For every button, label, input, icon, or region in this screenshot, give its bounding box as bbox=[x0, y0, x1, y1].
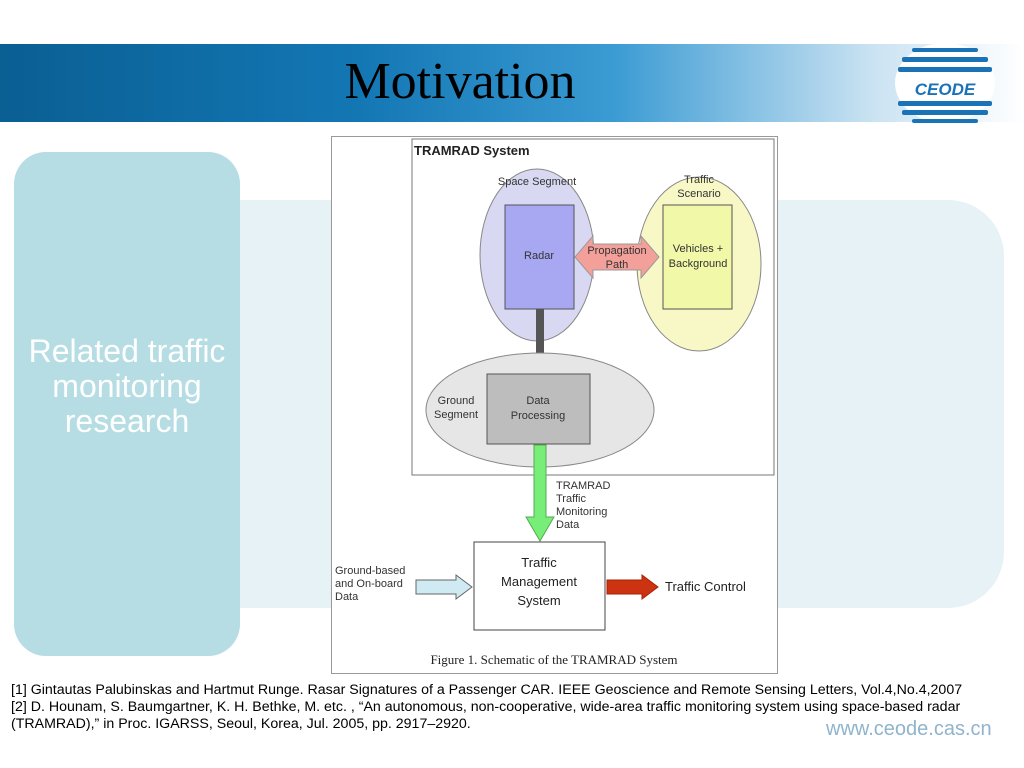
radar-label: Radar bbox=[524, 250, 554, 262]
vehicles-label-1: Vehicles + bbox=[673, 243, 723, 255]
data-processing-label-2: Processing bbox=[511, 410, 565, 422]
propagation-label-2: Path bbox=[606, 259, 629, 271]
traffic-scenario-label-2: Scenario bbox=[677, 188, 720, 200]
tramrad-data-label-1: TRAMRAD bbox=[556, 480, 610, 492]
tms-label-1: Traffic bbox=[521, 555, 557, 570]
figure-caption: Figure 1. Schematic of the TRAMRAD Syste… bbox=[430, 652, 677, 667]
propagation-arrow bbox=[574, 234, 660, 280]
reference-2: [2] D. Hounam, S. Baumgartner, K. H. Bet… bbox=[11, 699, 961, 732]
ground-based-arrow bbox=[415, 574, 473, 600]
radar-to-processing-arrow bbox=[529, 309, 551, 370]
tramrad-data-label-3: Monitoring bbox=[556, 506, 607, 518]
radar-box bbox=[504, 204, 575, 310]
vehicles-label-2: Background bbox=[669, 258, 728, 270]
data-processing-box bbox=[486, 373, 591, 445]
references: [1] Gintautas Palubinskas and Hartmut Ru… bbox=[11, 682, 1011, 733]
ground-based-label-2: and On-board bbox=[335, 578, 403, 590]
ground-based-label-3: Data bbox=[335, 591, 359, 603]
traffic-scenario-label-1: Traffic bbox=[684, 174, 714, 186]
website-watermark: www.ceode.cas.cn bbox=[826, 718, 992, 740]
reference-1: [1] Gintautas Palubinskas and Hartmut Ru… bbox=[11, 682, 963, 698]
ground-based-label-1: Ground-based bbox=[335, 565, 405, 577]
space-segment-label: Space Segment bbox=[498, 176, 576, 188]
side-panel bbox=[14, 152, 240, 656]
tramrad-data-label-4: Data bbox=[556, 519, 580, 531]
tms-label-2: Management bbox=[501, 574, 577, 589]
propagation-label-1: Propagation bbox=[587, 245, 646, 257]
tramrad-figure: TRAMRAD System Space Segment Radar Traff… bbox=[331, 136, 778, 674]
vehicles-box bbox=[662, 204, 733, 310]
traffic-control-arrow bbox=[606, 574, 659, 600]
slide-title: Motivation bbox=[344, 53, 576, 110]
tramrad-data-label-2: Traffic bbox=[556, 493, 586, 505]
tramrad-system-title: TRAMRAD System bbox=[414, 143, 530, 158]
traffic-control-label: Traffic Control bbox=[665, 579, 746, 594]
header-bar bbox=[0, 44, 1024, 122]
side-label: Related traffic monitoring research bbox=[28, 333, 226, 439]
ground-segment-label-1: Ground bbox=[438, 395, 475, 407]
ceode-logo: CEODE bbox=[890, 40, 1000, 126]
logo-text: CEODE bbox=[915, 80, 976, 99]
tms-label-3: System bbox=[517, 593, 560, 608]
tramrad-data-arrow bbox=[525, 444, 555, 542]
traffic-management-box bbox=[473, 541, 606, 631]
data-processing-label-1: Data bbox=[526, 395, 550, 407]
ground-segment-label-2: Segment bbox=[434, 409, 478, 421]
